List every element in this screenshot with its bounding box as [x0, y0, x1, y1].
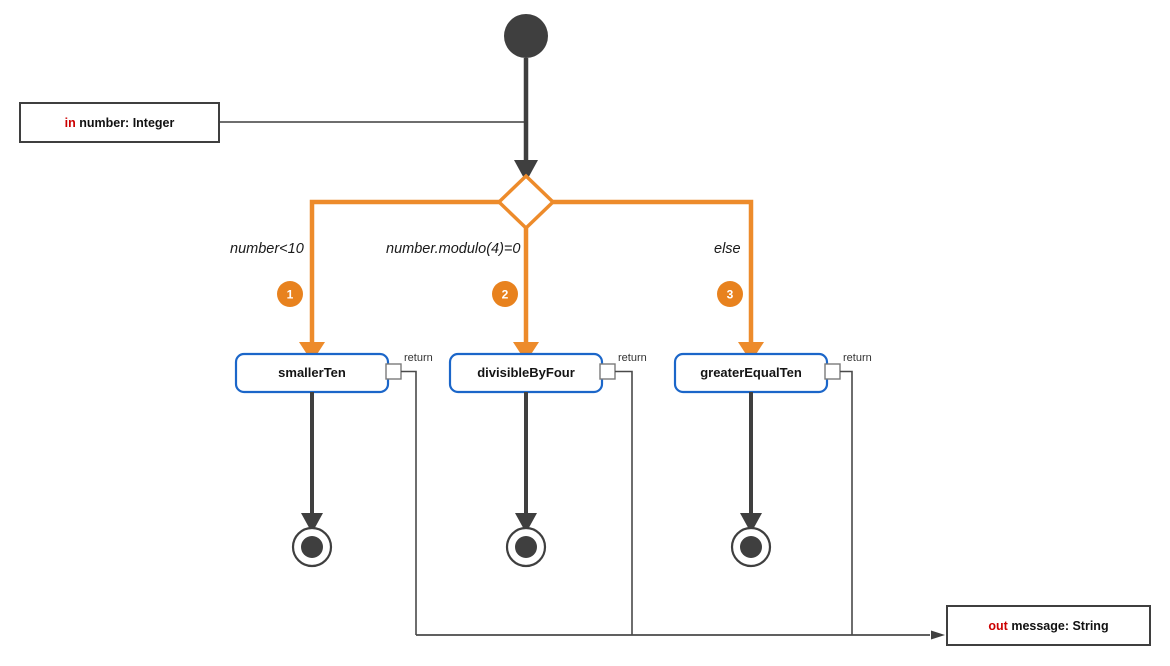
- badge-circle-3: [717, 281, 743, 307]
- input-parameter-label: number: Integer: [79, 116, 174, 130]
- object-flow-3: [840, 370, 853, 635]
- pin-label-1: return: [404, 352, 433, 364]
- output-pin-2[interactable]: [599, 363, 616, 380]
- branch-badge-3[interactable]: 3: [717, 281, 743, 307]
- output-parameter-text: out message: String: [988, 619, 1108, 633]
- decision-diamond[interactable]: [496, 173, 556, 231]
- flow-action3-arrowhead: [740, 513, 762, 533]
- output-pin-3[interactable]: [824, 363, 841, 380]
- badge-number-3: 3: [727, 288, 734, 302]
- output-parameter-label: message: String: [1011, 619, 1108, 633]
- flow-action2-arrowhead: [515, 513, 537, 533]
- output-parameter-box: [946, 605, 1151, 646]
- final-dot-2: [515, 536, 537, 558]
- decision-flow-1: [309, 199, 499, 345]
- decision-flow-1-arrowhead: [299, 342, 325, 362]
- input-keyword: in: [65, 116, 76, 130]
- pin-label-3: return: [843, 352, 872, 364]
- initial-node[interactable]: [504, 14, 548, 58]
- decision-flow-3: [553, 199, 754, 345]
- activity-final-1[interactable]: [291, 526, 333, 568]
- guard-label-1: number<10: [230, 241, 304, 257]
- decision-flow-3-arrowhead: [738, 342, 764, 362]
- action-label-3: greaterEqualTen: [700, 365, 802, 380]
- flow-action1-arrowhead: [301, 513, 323, 533]
- branch-badge-1[interactable]: 1: [277, 281, 303, 307]
- activity-final-2[interactable]: [505, 526, 547, 568]
- final-dot-3: [740, 536, 762, 558]
- pin-label-2: return: [618, 352, 647, 364]
- final-dot-1: [301, 536, 323, 558]
- action-node-smallerten[interactable]: smallerTen: [234, 352, 390, 394]
- badge-number-2: 2: [502, 288, 509, 302]
- flow-initial-arrowhead: [514, 160, 538, 182]
- input-parameter-node[interactable]: in number: Integer: [19, 102, 220, 143]
- action-node-greaterequalten[interactable]: greaterEqualTen: [673, 352, 829, 394]
- badge-number-1: 1: [287, 288, 294, 302]
- action-label-1: smallerTen: [278, 365, 346, 380]
- branch-badge-2[interactable]: 2: [492, 281, 518, 307]
- output-pin-1[interactable]: [385, 363, 402, 380]
- guard-label-2: number.modulo(4)=0: [386, 241, 520, 257]
- guard-label-3: else: [714, 241, 741, 257]
- output-keyword: out: [988, 619, 1008, 633]
- action-label-2: divisibleByFour: [477, 365, 575, 380]
- object-flow-arrowhead: [931, 630, 945, 640]
- input-parameter-text: in number: Integer: [65, 116, 175, 130]
- activity-final-3[interactable]: [730, 526, 772, 568]
- badge-circle-1: [277, 281, 303, 307]
- input-parameter-box: [19, 102, 220, 143]
- object-flow-2: [615, 370, 633, 635]
- object-flow-1: [401, 370, 417, 635]
- decision-flow-2-arrowhead: [513, 342, 539, 362]
- action-node-divisiblebyfour[interactable]: divisibleByFour: [448, 352, 604, 394]
- output-parameter-node[interactable]: out message: String: [946, 605, 1151, 646]
- badge-circle-2: [492, 281, 518, 307]
